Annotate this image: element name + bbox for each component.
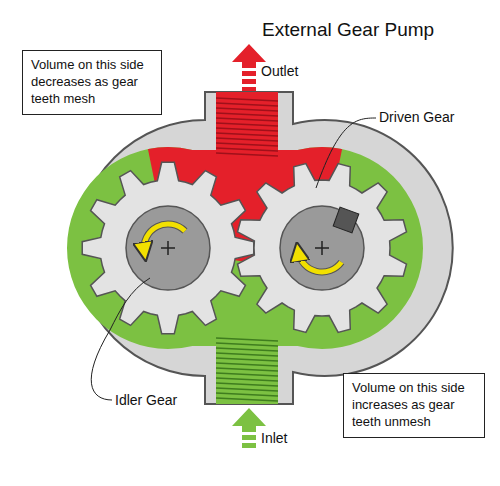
drive-key: [333, 207, 359, 233]
thread-line: [216, 368, 278, 371]
part-label: Outlet: [261, 63, 298, 79]
thread-line: [216, 348, 278, 351]
rotation-arrow: [298, 252, 341, 272]
thread-line: [216, 378, 278, 381]
thread-line: [216, 363, 278, 366]
inlet-arrow: [232, 408, 266, 448]
thread-line: [216, 388, 278, 391]
thread-line: [216, 383, 278, 386]
gear-body: [238, 164, 407, 333]
gear-hub: [126, 206, 210, 290]
thread-line: [216, 118, 278, 121]
note-box: Volume on this side decreases as gear te…: [22, 50, 162, 115]
thread-line: [216, 103, 278, 106]
gear-hub: [280, 206, 364, 290]
note-box: Volume on this side increases as gear te…: [343, 373, 485, 438]
thread-line: [216, 343, 278, 346]
center-mark: [315, 241, 329, 255]
part-label: Inlet: [261, 430, 287, 446]
note-text: Volume on this side decreases as gear te…: [31, 57, 153, 108]
gear: [238, 164, 407, 333]
gear-body: [82, 162, 254, 334]
thread-line: [216, 398, 278, 401]
thread-line: [216, 108, 278, 111]
thread-line: [216, 98, 278, 101]
thread-line: [216, 338, 278, 341]
thread-line: [216, 133, 278, 136]
thread-line: [216, 358, 278, 361]
thread-line: [216, 113, 278, 116]
center-mark: [161, 241, 175, 255]
diagram-title: External Gear Pump: [262, 19, 434, 41]
thread-line: [216, 393, 278, 396]
thread-line: [216, 128, 278, 131]
leader-line: [91, 278, 150, 400]
rotation-arrow: [144, 224, 185, 252]
rotation-arrow-outline: [298, 252, 341, 272]
note-text: Volume on this side increases as gear te…: [352, 380, 476, 431]
part-label: Driven Gear: [379, 109, 454, 125]
outlet-arrow: [232, 44, 266, 91]
gear: [82, 162, 254, 334]
part-label: Idler Gear: [115, 392, 177, 408]
thread-line: [216, 353, 278, 356]
thread-line: [216, 373, 278, 376]
thread-line: [216, 138, 278, 141]
leader-line: [316, 118, 376, 188]
rotation-arrow-outline: [144, 224, 185, 252]
thread-line: [216, 143, 278, 146]
thread-line: [216, 148, 278, 151]
thread-line: [216, 153, 278, 156]
thread-line: [216, 123, 278, 126]
